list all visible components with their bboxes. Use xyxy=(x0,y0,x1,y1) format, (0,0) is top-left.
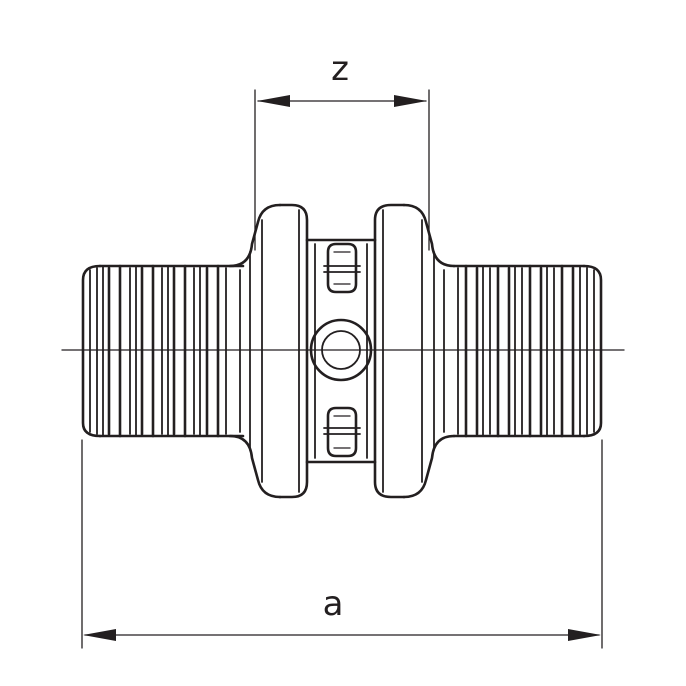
right-spigot xyxy=(402,203,603,499)
right-spigot-end xyxy=(582,264,603,438)
right-shoulder-top xyxy=(402,203,456,268)
lower-marking-tab xyxy=(323,406,361,458)
right-collar-outline xyxy=(373,203,406,499)
left-spigot-end xyxy=(81,264,102,438)
z-dimension-label: z xyxy=(331,49,349,89)
upper-marking-tab xyxy=(323,242,361,294)
center-body xyxy=(305,238,377,464)
a-arrow-right xyxy=(568,629,601,641)
a-arrow-left xyxy=(83,629,116,641)
dimension-a: a xyxy=(81,439,603,649)
a-dimension-label: a xyxy=(323,584,344,624)
z-arrow-left xyxy=(257,95,290,107)
left-collar-outline xyxy=(278,203,309,499)
left-shoulder-bottom xyxy=(228,434,282,499)
left-collar xyxy=(261,203,309,499)
left-shoulder-top xyxy=(228,203,282,268)
dimension-z: z xyxy=(254,49,430,251)
left-spigot xyxy=(81,203,282,499)
right-collar xyxy=(373,203,423,499)
z-arrow-right xyxy=(394,95,427,107)
right-shoulder-bottom xyxy=(402,434,456,499)
